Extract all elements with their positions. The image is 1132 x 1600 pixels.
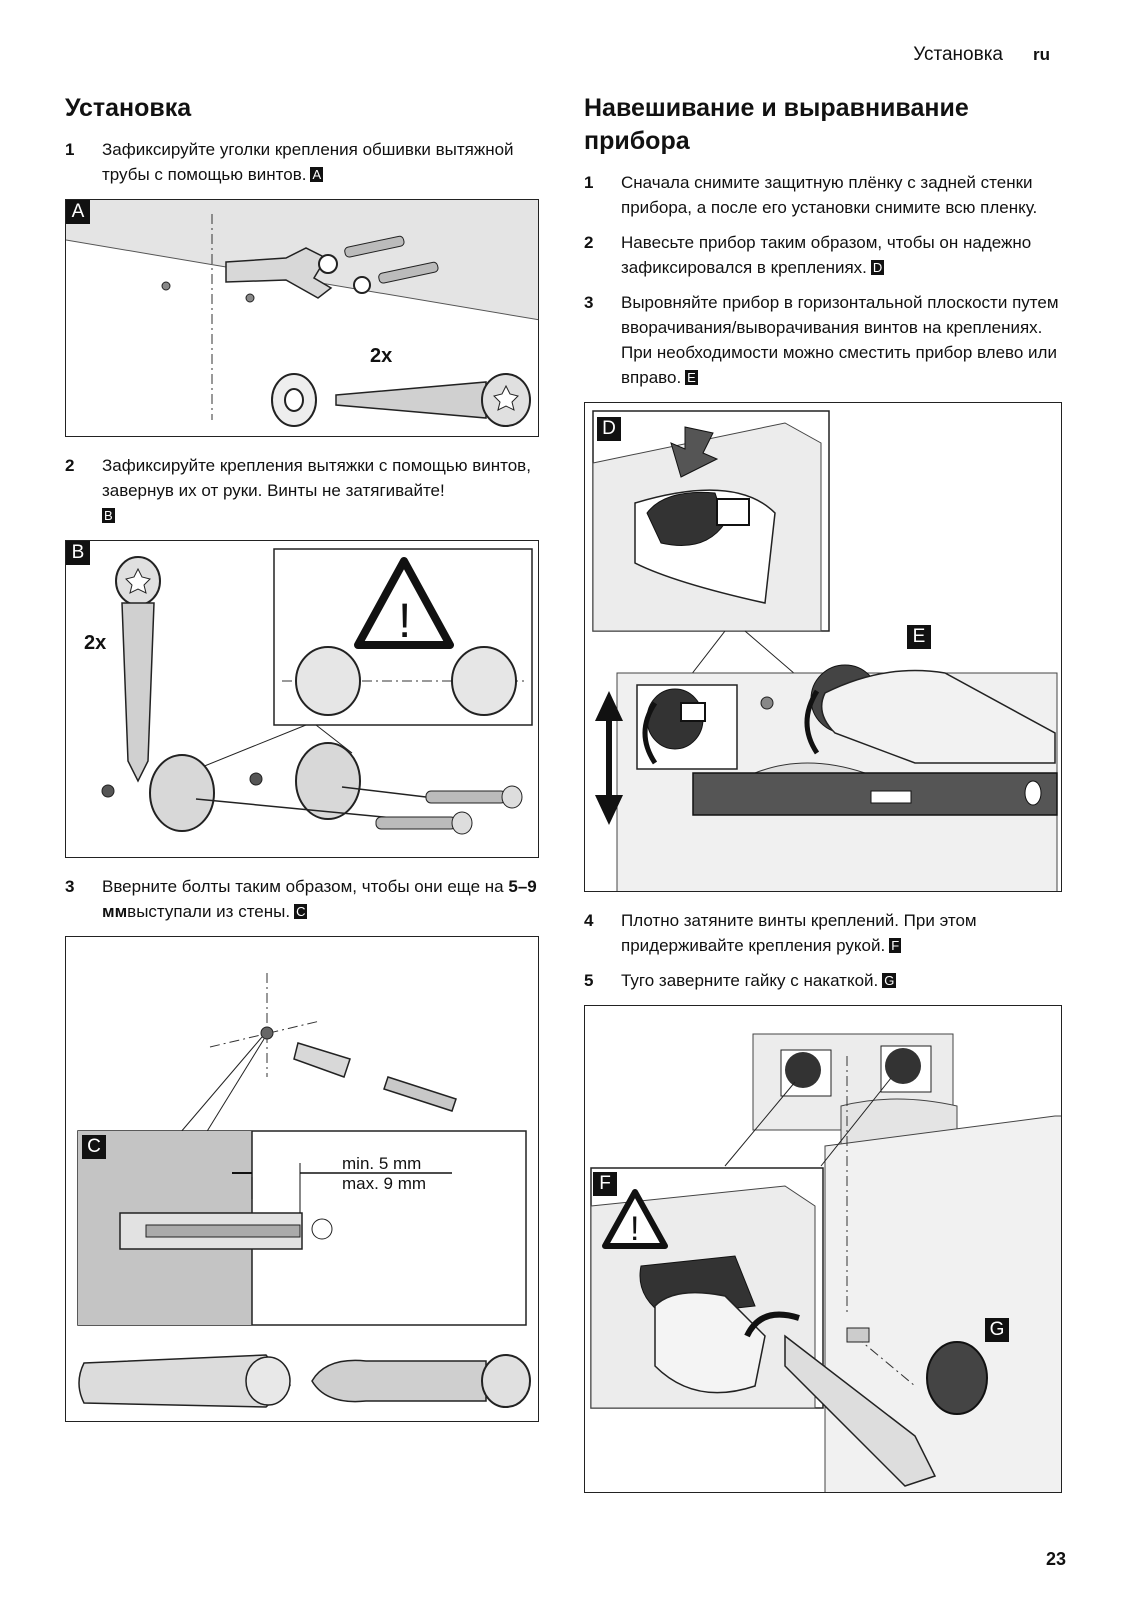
page-header: Установка ru xyxy=(913,44,1050,66)
header-section: Установка xyxy=(913,44,1003,65)
figure-c: min. 5 mm max. 9 mm C xyxy=(65,936,539,1422)
right-title: Навешивание и выравнивание прибора xyxy=(584,94,969,155)
left-step-3: 3 Вверните болты таким образом, чтобы он… xyxy=(65,877,537,921)
figure-g-label: G xyxy=(985,1318,1009,1342)
figure-fg-illustration: ! xyxy=(590,1033,1061,1492)
figure-b-illustration: 2x ! xyxy=(84,548,533,835)
figure-ref: G xyxy=(882,973,897,988)
figure-de: D E xyxy=(584,402,1062,892)
figure-c-illustration: min. 5 mm max. 9 mm xyxy=(77,973,531,1408)
figure-d-label: D xyxy=(597,417,621,441)
figure-ref: F xyxy=(889,938,902,953)
figure-fg: ! F G xyxy=(584,1005,1062,1493)
figure-a-qty: 2x xyxy=(370,345,392,367)
figure-f-label: F xyxy=(593,1172,617,1196)
step-text: Зафиксируйте крепления вытяжки с помощью… xyxy=(102,456,531,500)
figure-e-label: E xyxy=(907,625,931,649)
svg-text:!: ! xyxy=(398,595,411,648)
figure-de-illustration xyxy=(592,410,1058,891)
figure-b-qty: 2x xyxy=(84,632,106,654)
figure-c-label: C xyxy=(82,1135,106,1159)
right-step-4: 4 Плотно затяните винты креплений. При э… xyxy=(584,911,977,955)
step-text: Туго заверните гайку с накаткой. xyxy=(621,971,879,990)
header-lang: ru xyxy=(1033,45,1050,64)
figure-ref: B xyxy=(102,508,115,523)
figure-a: A 2x xyxy=(65,199,539,437)
figure-ref: E xyxy=(685,370,698,385)
right-column: Навешивание и выравнивание прибора 1 Сна… xyxy=(584,92,1066,1509)
step-bold-value: 5–9 мм xyxy=(102,877,537,921)
figure-ref: D xyxy=(870,260,885,275)
left-column: Установка 1 Зафиксируйте уголки креплени… xyxy=(65,92,547,1438)
figure-c-max: max. 9 mm xyxy=(342,1174,426,1193)
step-text: Зафиксируйте уголки крепления обшивки вы… xyxy=(102,140,514,184)
right-step-3: 3 Выровняйте прибор в горизонтальной пло… xyxy=(584,293,1059,387)
step-text: Сначала снимите защитную плёнку с задней… xyxy=(621,173,1038,217)
step-text: Навесьте прибор таким образом, чтобы он … xyxy=(621,233,1032,277)
figure-ref: A xyxy=(310,167,324,182)
step-text: Выровняйте прибор в горизонтальной плоск… xyxy=(621,293,1059,387)
right-step-5: 5 Туго заверните гайку с накаткой.G xyxy=(584,971,897,990)
figure-ref: C xyxy=(294,904,308,919)
left-step-1: 1 Зафиксируйте уголки крепления обшивки … xyxy=(65,140,514,184)
figure-a-illustration: 2x xyxy=(66,200,538,427)
right-step-2: 2 Навесьте прибор таким образом, чтобы о… xyxy=(584,233,1032,277)
left-title: Установка xyxy=(65,94,192,122)
figure-b-label: B xyxy=(66,541,90,565)
figure-c-min: min. 5 mm xyxy=(342,1154,421,1173)
figure-a-label: A xyxy=(66,200,90,224)
step-text: Плотно затяните винты креплений. При это… xyxy=(621,911,977,955)
svg-text:!: ! xyxy=(630,1210,639,1248)
figure-b: B 2x ! xyxy=(65,540,539,858)
left-step-2: 2 Зафиксируйте крепления вытяжки с помощ… xyxy=(65,456,531,523)
right-step-1: 1 Сначала снимите защитную плёнку с задн… xyxy=(584,170,1066,220)
page-number: 23 xyxy=(1045,1549,1066,1569)
